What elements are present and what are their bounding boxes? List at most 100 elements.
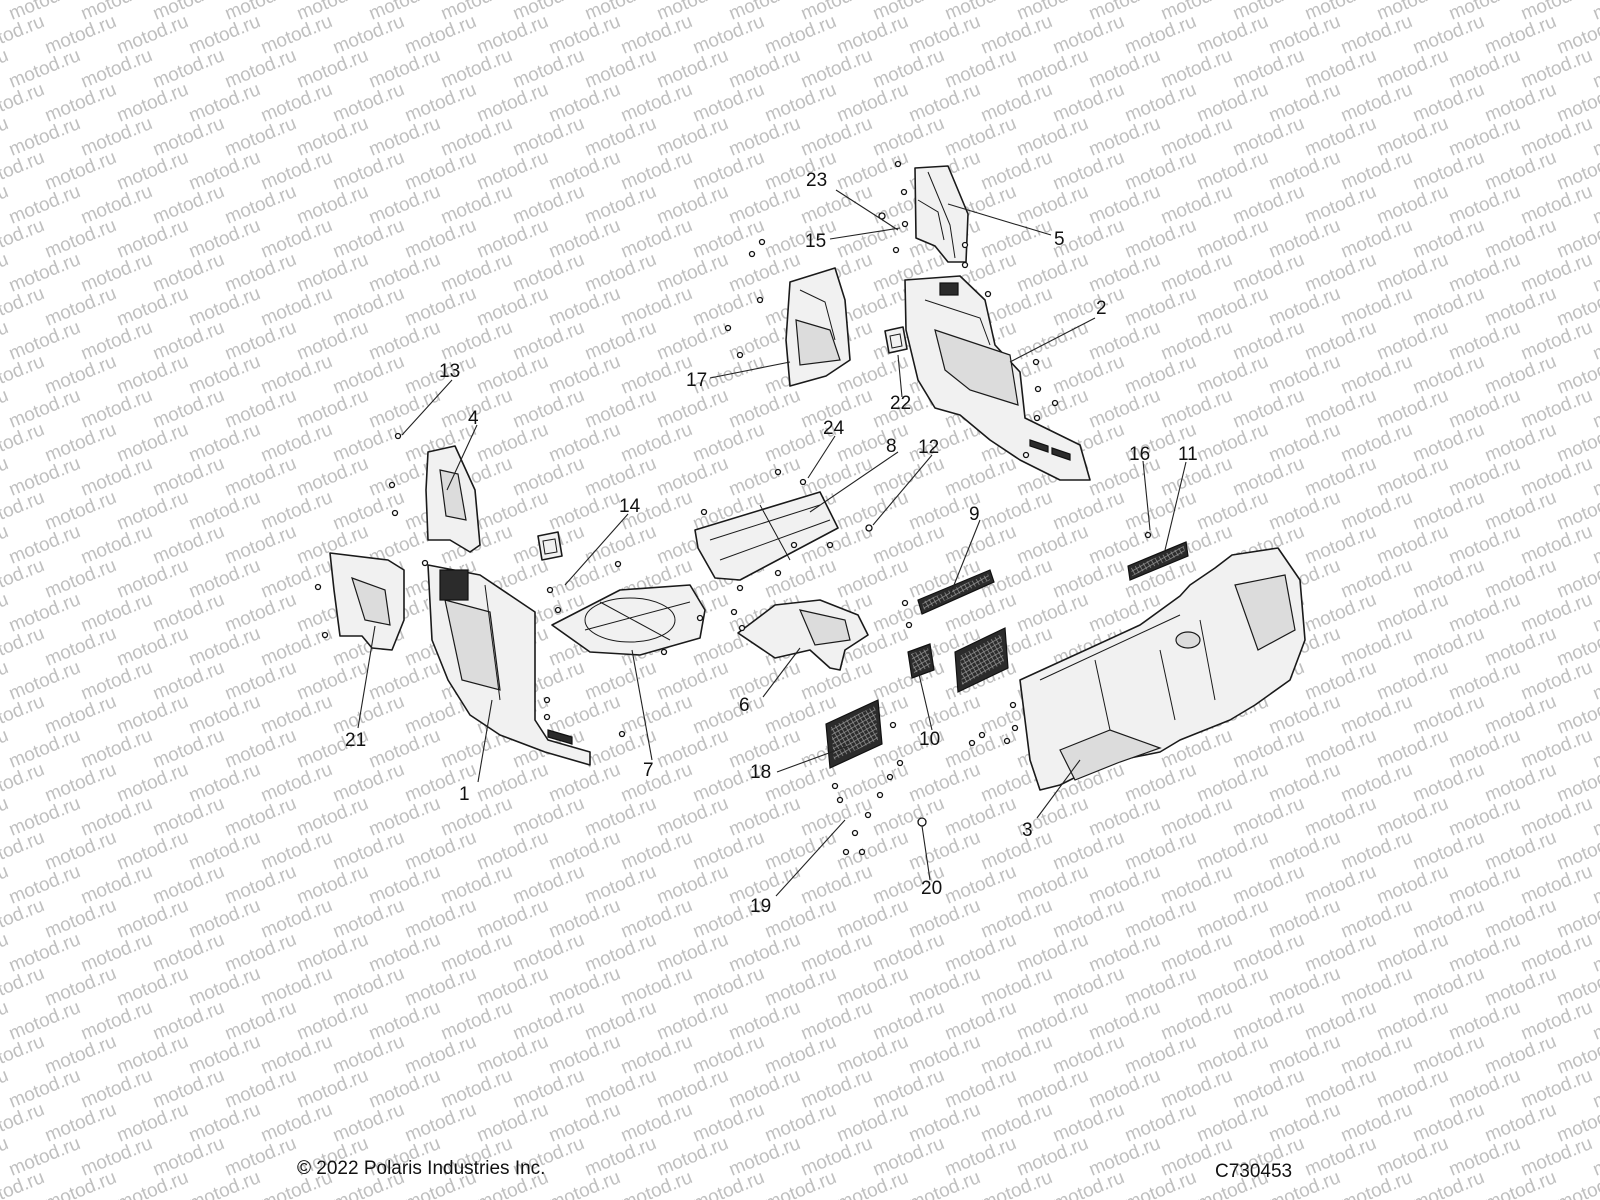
watermark-text: motod.ru: [1266, 759, 1343, 807]
watermark-text: motod.ru: [6, 793, 83, 841]
watermark-text: motod.ru: [366, 45, 443, 93]
watermark-text: motod.ru: [42, 147, 119, 195]
watermark-text: motod.ru: [114, 623, 191, 671]
watermark-text: motod.ru: [186, 11, 263, 59]
watermark-text: motod.ru: [1086, 929, 1163, 977]
watermark-text: motod.ru: [798, 45, 875, 93]
watermark-text: motod.ru: [6, 1065, 83, 1113]
part-1-left-side-panel: [427, 564, 591, 766]
watermark-text: motod.ru: [0, 793, 11, 841]
watermark-text: motod.ru: [942, 1065, 1019, 1113]
watermark-text: motod.ru: [978, 827, 1055, 875]
watermark-text: motod.ru: [942, 997, 1019, 1045]
watermark-text: motod.ru: [906, 759, 983, 807]
watermark-text: motod.ru: [654, 861, 731, 909]
watermark-text: motod.ru: [42, 963, 119, 1011]
watermark-text: motod.ru: [6, 113, 83, 161]
watermark-text: motod.ru: [114, 691, 191, 739]
watermark-text: motod.ru: [438, 45, 515, 93]
watermark-text: motod.ru: [1482, 215, 1559, 263]
watermark-text: motod.ru: [618, 1167, 695, 1200]
watermark-text: motod.ru: [510, 1065, 587, 1113]
watermark-text: motod.ru: [762, 1167, 839, 1200]
watermark-text: motod.ru: [222, 249, 299, 297]
watermark-text: motod.ru: [690, 79, 767, 127]
watermark-text: motod.ru: [402, 11, 479, 59]
watermark-text: motod.ru: [582, 113, 659, 161]
watermark-text: motod.ru: [870, 45, 947, 93]
watermark-text: motod.ru: [6, 997, 83, 1045]
watermark-text: motod.ru: [654, 1133, 731, 1181]
watermark-text: motod.ru: [330, 691, 407, 739]
watermark-text: motod.ru: [42, 895, 119, 943]
watermark-text: motod.ru: [1050, 895, 1127, 943]
watermark-text: motod.ru: [762, 963, 839, 1011]
watermark-text: motod.ru: [1266, 11, 1343, 59]
watermark-text: motod.ru: [618, 1031, 695, 1079]
watermark-text: motod.ru: [582, 181, 659, 229]
watermark-text: motod.ru: [546, 759, 623, 807]
watermark-text: motod.ru: [1122, 487, 1199, 535]
watermark-text: motod.ru: [114, 351, 191, 399]
watermark-text: motod.ru: [1266, 215, 1343, 263]
watermark-text: motod.ru: [0, 453, 11, 501]
part-6-center-cover: [737, 599, 869, 671]
watermark-text: motod.ru: [294, 453, 371, 501]
leader-lines: [357, 189, 1187, 897]
watermark-text: motod.ru: [906, 79, 983, 127]
watermark-text: motod.ru: [222, 317, 299, 365]
watermark-text: motod.ru: [474, 963, 551, 1011]
watermark-text: motod.ru: [1446, 793, 1523, 841]
watermark-text: motod.ru: [510, 861, 587, 909]
watermark-text: motod.ru: [1518, 113, 1595, 161]
watermark-text: motod.ru: [654, 181, 731, 229]
watermark-text: motod.ru: [1302, 725, 1379, 773]
watermark-text: motod.ru: [942, 793, 1019, 841]
watermark-text: motod.ru: [1374, 861, 1451, 909]
watermark-text: motod.ru: [654, 385, 731, 433]
watermark-text: motod.ru: [150, 521, 227, 569]
part-17-upper-left-panel: [785, 267, 851, 387]
watermark-text: motod.ru: [1230, 385, 1307, 433]
watermark-text: motod.ru: [1482, 895, 1559, 943]
watermark-text: motod.ru: [186, 555, 263, 603]
watermark-text: motod.ru: [1230, 181, 1307, 229]
watermark-text: motod.ru: [726, 1065, 803, 1113]
watermark-text: motod.ru: [402, 215, 479, 263]
watermark-text: motod.ru: [1194, 147, 1271, 195]
watermark-text: motod.ru: [906, 895, 983, 943]
watermark-text: motod.ru: [42, 623, 119, 671]
watermark-text: motod.ru: [690, 1167, 767, 1200]
watermark-text: motod.ru: [1554, 1167, 1600, 1200]
watermark-text: motod.ru: [1338, 759, 1415, 807]
watermark-text: motod.ru: [1410, 963, 1487, 1011]
callout-labels: 1 2 3 4 5 6 7 8 9 10 11 12 13 14 15 16 1…: [345, 170, 1198, 917]
watermark-text: motod.ru: [1194, 759, 1271, 807]
watermark-text: motod.ru: [0, 113, 11, 161]
watermark-text: motod.ru: [1014, 861, 1091, 909]
watermark-text: motod.ru: [1194, 419, 1271, 467]
watermark-text: motod.ru: [1338, 147, 1415, 195]
watermark-text: motod.ru: [366, 317, 443, 365]
watermark-text: motod.ru: [0, 759, 47, 807]
watermark-text: motod.ru: [546, 215, 623, 263]
watermark-text: motod.ru: [1482, 759, 1559, 807]
watermark-text: motod.ru: [0, 317, 11, 365]
watermark-text: motod.ru: [42, 419, 119, 467]
watermark-text: motod.ru: [1050, 555, 1127, 603]
watermark-text: motod.ru: [1158, 929, 1235, 977]
watermark-text: motod.ru: [618, 215, 695, 263]
watermark-text: motod.ru: [906, 963, 983, 1011]
watermark-text: motod.ru: [474, 1031, 551, 1079]
watermark-text: motod.ru: [186, 1167, 263, 1200]
watermark-text: motod.ru: [798, 113, 875, 161]
watermark-text: motod.ru: [330, 963, 407, 1011]
watermark-text: motod.ru: [1590, 453, 1600, 501]
watermark-text: motod.ru: [258, 691, 335, 739]
watermark-text: motod.ru: [546, 147, 623, 195]
watermark-text: motod.ru: [258, 215, 335, 263]
watermark-text: motod.ru: [1338, 351, 1415, 399]
watermark-text: motod.ru: [582, 1065, 659, 1113]
watermark-text: motod.ru: [582, 317, 659, 365]
callout-19: 19: [750, 896, 771, 917]
